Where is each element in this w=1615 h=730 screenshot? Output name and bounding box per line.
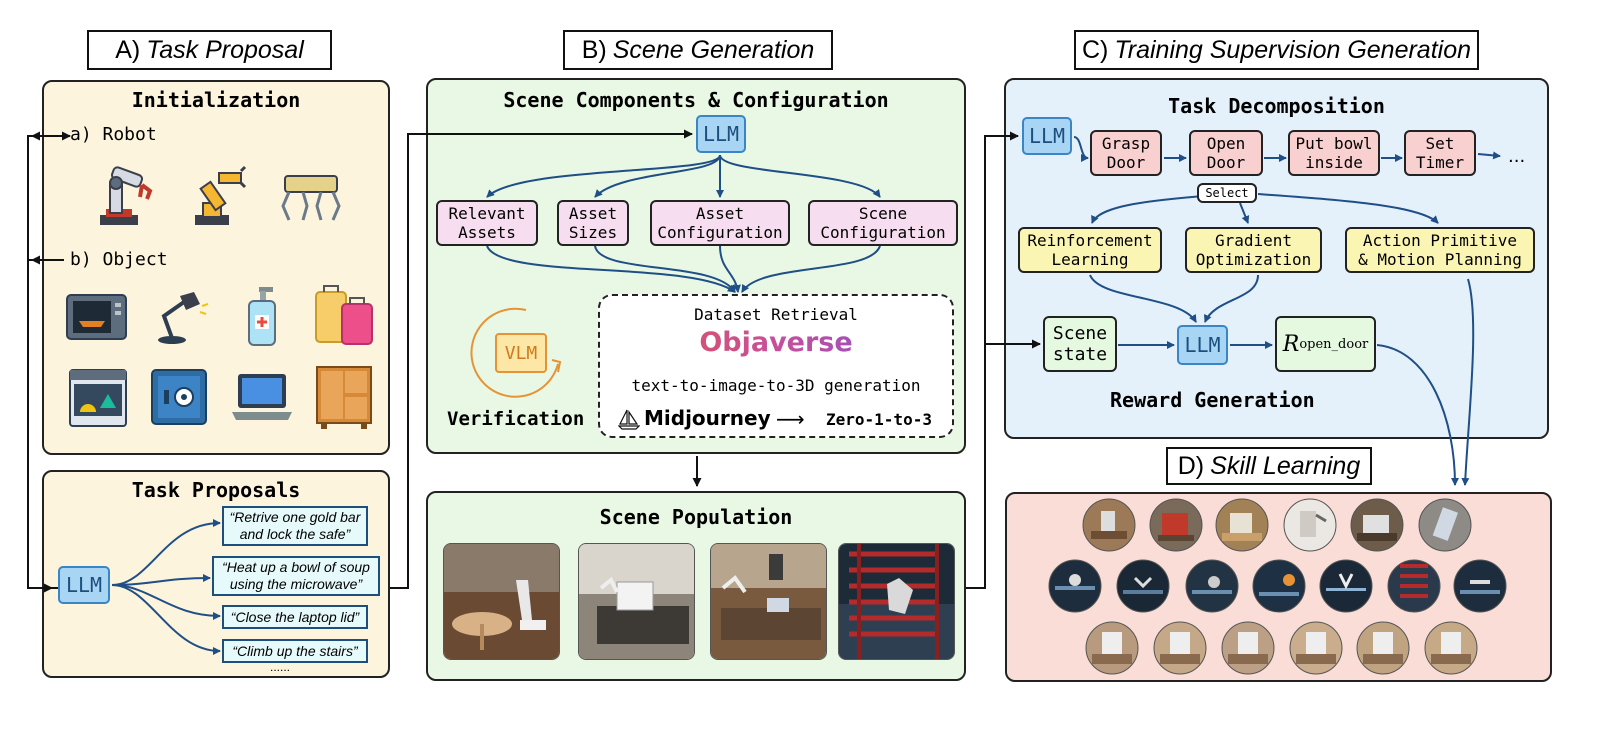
initialization-heading: Initialization	[131, 88, 301, 112]
task-proposal-llm: LLM	[58, 566, 110, 604]
proposal-gold-bar: “Retrive one gold bar and lock the safe”	[222, 506, 368, 546]
section-name: Training Supervision Generation	[1114, 35, 1472, 64]
scene-photo-laptop	[710, 543, 827, 660]
feedback-arrow-robot	[27, 131, 71, 589]
proposals-to-scene-arrow	[390, 129, 693, 589]
section-prefix: D)	[1177, 451, 1205, 480]
section-title-training-supervision: C)Training Supervision Generation	[1074, 30, 1479, 70]
skill-thumb-18	[1356, 621, 1410, 675]
section-name: Task Proposal	[146, 35, 304, 64]
skill-thumb-11	[1319, 559, 1373, 613]
skill-thumb-2	[1149, 498, 1203, 552]
vlm-box: VLM	[495, 333, 547, 373]
select-badge: Select	[1197, 183, 1257, 203]
zero123-label: Zero-1-to-3	[826, 410, 932, 429]
skill-thumb-19	[1424, 621, 1478, 675]
scene-components-heading: Scene Components & Configuration	[503, 88, 889, 112]
retrieval-box	[598, 294, 954, 438]
task-decomposition-heading: Task Decomposition	[1168, 94, 1385, 118]
section-name: Skill Learning	[1210, 451, 1361, 480]
more-proposals: ......	[270, 660, 291, 674]
skill-thumb-8	[1116, 559, 1170, 613]
scene-photo-stairs	[838, 543, 955, 660]
step-put-bowl-inside: Put bowl inside	[1288, 130, 1380, 176]
relevant-assets-box: Relevant Assets	[436, 200, 538, 246]
scene-state-box: Scene state	[1043, 316, 1117, 372]
industrial-arm-icon	[195, 165, 247, 225]
proposal-soup: “Heat up a bowl of soup using the microw…	[212, 556, 380, 596]
skill-thumb-12	[1387, 559, 1441, 613]
asset-configuration-box: Asset Configuration	[650, 200, 790, 246]
scene-configuration-box: Scene Configuration	[808, 200, 958, 246]
generation-arrow: ⟶	[776, 407, 805, 431]
skill-thumbnails	[1048, 498, 1507, 675]
skill-thumb-15	[1153, 621, 1207, 675]
proposal-stairs: “Climb up the stairs”	[222, 639, 368, 663]
quadruped-robot-icon	[281, 175, 341, 221]
generation-label: text-to-image-to-3D generation	[631, 376, 921, 395]
skill-thumb-14	[1085, 621, 1139, 675]
scene-photo-microwave	[578, 543, 695, 660]
sailboat-icon	[618, 409, 640, 430]
desk-lamp-icon	[158, 292, 209, 344]
object-label: b) Object	[70, 249, 168, 270]
reward-llm: LLM	[1177, 325, 1228, 365]
skill-thumb-6	[1418, 498, 1472, 552]
section-title-task-proposal: A)Task Proposal	[87, 30, 332, 70]
sanitizer-bottle-icon	[248, 287, 276, 346]
midjourney-label: Midjourney	[644, 406, 771, 430]
verification-loop-icon	[470, 307, 562, 398]
skill-thumb-1	[1082, 498, 1136, 552]
skill-thumb-10	[1252, 559, 1306, 613]
verification-label: Verification	[447, 408, 585, 430]
scene-population-heading: Scene Population	[599, 505, 793, 529]
section-title-skill-learning: D)Skill Learning	[1166, 447, 1372, 485]
skill-thumb-17	[1289, 621, 1343, 675]
scene-llm: LLM	[696, 115, 746, 153]
dataset-retrieval-label: Dataset Retrieval	[694, 305, 858, 324]
section-name: Scene Generation	[612, 35, 815, 64]
objaverse-logo: Objaverse	[598, 327, 954, 358]
dishwasher-icon	[69, 369, 127, 427]
section-prefix: A)	[115, 35, 141, 64]
robot-arm-icon	[100, 166, 153, 225]
section-prefix: C)	[1081, 35, 1109, 64]
population-to-training-arrow	[966, 131, 1019, 589]
microwave-icon	[66, 294, 127, 340]
task-proposals-heading: Task Proposals	[131, 478, 301, 502]
decomposition-llm: LLM	[1022, 117, 1072, 155]
steps-ellipsis: ...	[1508, 146, 1526, 167]
skill-thumb-4	[1283, 498, 1337, 552]
safe-icon	[151, 369, 207, 425]
robot-label: a) Robot	[70, 124, 157, 145]
asset-sizes-box: Asset Sizes	[557, 200, 629, 246]
step-set-timer: Set Timer	[1404, 130, 1476, 176]
section-title-scene-generation: B)Scene Generation	[563, 30, 833, 70]
proposal-laptop: “Close the laptop lid”	[222, 605, 368, 629]
laptop-icon	[232, 374, 292, 420]
step-open-door: Open Door	[1189, 130, 1263, 176]
section-prefix: B)	[581, 35, 607, 64]
skill-thumb-5	[1350, 498, 1404, 552]
suitcase-icon	[315, 285, 373, 345]
method-action-primitive: Action Primitive & Motion Planning	[1345, 227, 1535, 273]
skill-thumb-3	[1215, 498, 1269, 552]
skill-thumb-7	[1048, 559, 1102, 613]
scene-photo-table	[443, 543, 560, 660]
method-reinforcement-learning: Reinforcement Learning	[1018, 227, 1162, 273]
cabinet-icon	[316, 366, 372, 429]
step-grasp-door: Grasp Door	[1090, 130, 1162, 176]
skill-thumb-13	[1453, 559, 1507, 613]
method-gradient-optimization: Gradient Optimization	[1185, 227, 1322, 273]
reward-subscript: open_door	[1299, 336, 1369, 352]
reward-generation-label: Reward Generation	[1110, 388, 1315, 412]
reward-symbol: R	[1282, 331, 1300, 357]
skill-thumb-16	[1221, 621, 1275, 675]
skill-thumb-9	[1185, 559, 1239, 613]
